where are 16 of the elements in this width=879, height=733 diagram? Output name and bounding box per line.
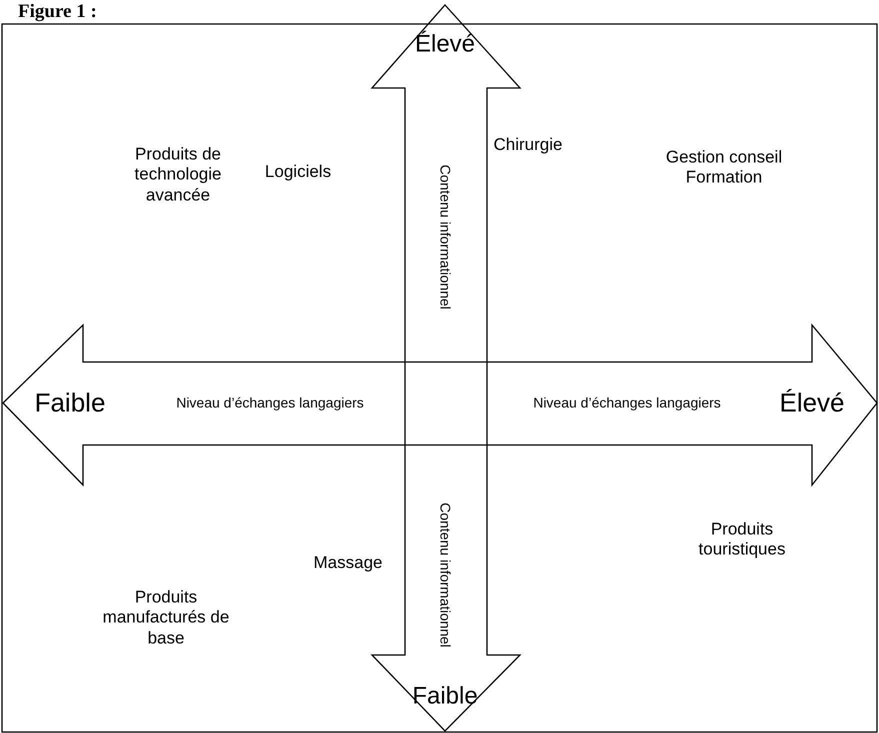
- axis-end-label: Faible: [412, 682, 478, 712]
- quadrant-label: Logiciels: [264, 162, 332, 182]
- axis-end-label: Élevé: [414, 30, 476, 60]
- figure-title: Figure 1 :: [18, 1, 97, 23]
- axis-title: Contenu informationnel: [436, 164, 454, 310]
- axis-end-label: Faible: [34, 387, 106, 419]
- axis-title: Niveau d’échanges langagiers: [176, 394, 364, 412]
- axis-end-label: Élevé: [779, 387, 845, 419]
- quadrant-label: Produits touristiques: [698, 520, 786, 560]
- quadrant-label: Chirurgie: [494, 134, 562, 156]
- quadrant-label: Produits manufacturés de base: [102, 587, 230, 649]
- quadrant-label: Gestion conseil Formation: [664, 148, 784, 188]
- quadrant-label: Massage: [314, 552, 382, 574]
- axis-title: Contenu informationnel: [436, 502, 454, 648]
- quadrant-label: Produits de technologie avancée: [134, 144, 222, 206]
- axis-title: Niveau d’échanges langagiers: [533, 394, 721, 412]
